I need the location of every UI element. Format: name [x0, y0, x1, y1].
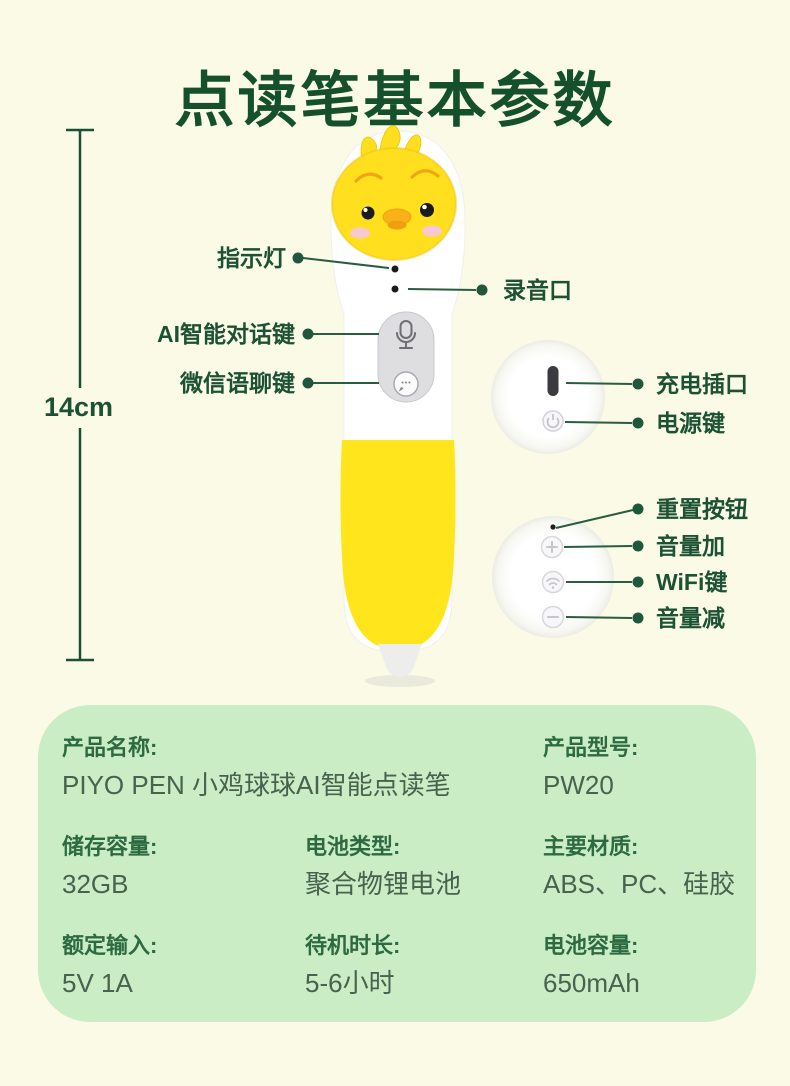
spec-battery-capacity: 电池容量: 650mAh [543, 933, 640, 998]
eye-right [420, 203, 434, 217]
indicator-light-dot [391, 265, 399, 273]
callout-charging-port: 充电插口 [656, 371, 748, 397]
spec-standby-time: 待机时长: 5-6小时 [305, 933, 401, 998]
wifi-button-icon [541, 570, 565, 594]
wifi-icon [546, 577, 560, 586]
callout-volume-down: 音量减 [656, 605, 725, 631]
length-measurement-label: 14cm [44, 392, 114, 422]
pen-tip [378, 644, 422, 677]
leader-lines [302, 257, 634, 619]
volume-down-button [541, 605, 565, 629]
chick-face [331, 125, 457, 261]
volume-up-button [540, 535, 564, 559]
pen-shadow [365, 675, 435, 687]
pen-grip [340, 440, 456, 650]
eyebrow-left [354, 172, 383, 183]
recording-port-dot [391, 285, 399, 293]
usb-c-port-icon [547, 366, 559, 396]
callout-dots [292, 252, 644, 624]
page-title: 点读笔基本参数 [174, 67, 616, 135]
chat-bubble-icon [393, 371, 419, 397]
front-button-panel [377, 311, 435, 403]
mic-icon [396, 320, 416, 349]
ruler [66, 128, 94, 662]
callout-reset-button: 重置按钮 [656, 496, 748, 522]
spec-product-name: 产品名称: PIYO PEN 小鸡球球AI智能点读笔 [62, 735, 451, 800]
cheek-right [422, 225, 442, 237]
pen-diagram: 指示灯 录音口 AI智能对话键 微信语聊键 充电插口 电源键 重置按钮 音量加 … [44, 125, 748, 687]
power-icon [542, 410, 564, 432]
callout-indicator-light: 指示灯 [217, 245, 286, 271]
callout-wechat-voice-button: 微信语聊键 [180, 370, 295, 396]
cheek-left [350, 227, 370, 239]
charging-inset-photo [491, 340, 605, 454]
callout-wifi-button: WiFi键 [656, 569, 728, 595]
callout-recording-port: 录音口 [503, 277, 572, 303]
eye-left [361, 206, 375, 220]
plus-icon [546, 541, 558, 553]
spec-main-material: 主要材质: ABS、PC、硅胶 [543, 834, 736, 899]
spec-battery-type: 电池类型: 聚合物锂电池 [305, 834, 462, 899]
eyebrow-right [410, 169, 440, 179]
callout-ai-dialog-button: AI智能对话键 [157, 321, 295, 347]
spec-storage-capacity: 储存容量: 32GB [62, 834, 158, 899]
spec-rated-input: 额定输入: 5V 1A [62, 933, 158, 998]
spec-panel: 产品名称: PIYO PEN 小鸡球球AI智能点读笔 产品型号: PW20 储存… [38, 705, 756, 1022]
pen-illustration [66, 125, 644, 687]
reset-hole-icon [550, 524, 556, 530]
callout-power-button: 电源键 [656, 410, 725, 436]
callout-volume-up: 音量加 [656, 533, 725, 559]
spec-product-model: 产品型号: PW20 [543, 735, 639, 800]
